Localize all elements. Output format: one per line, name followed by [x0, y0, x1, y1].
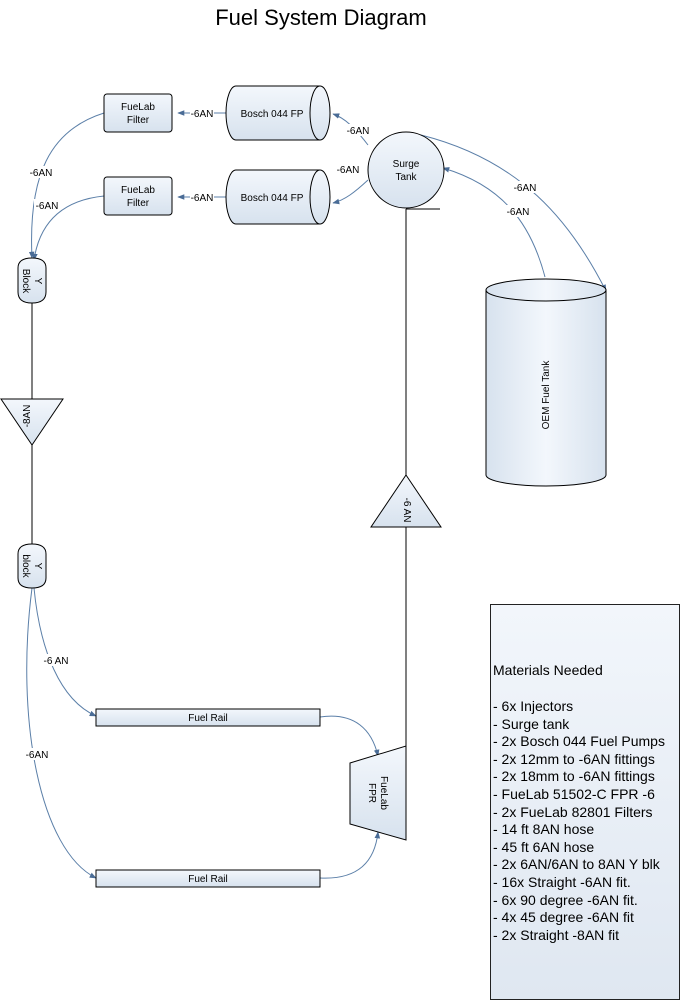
label-tank-to-pump-bottom: -6AN	[337, 165, 360, 176]
surge-tank-line1: Surge	[393, 159, 420, 170]
fuelab-filter-bottom: FueLab Filter	[103, 176, 173, 216]
conn-filter-top-to-yblock	[28, 112, 105, 259]
label-filter-top-to-yblock: -6AN	[30, 168, 53, 179]
materials-item: - FueLab 51502-C FPR -6	[493, 785, 655, 802]
materials-item: - 6x Injectors	[493, 698, 574, 714]
label-pump-bottom-to-filter: -6AN	[191, 193, 214, 204]
label-tank-to-pump-top: -6AN	[347, 126, 370, 137]
materials-item: - 6x 90 degree -6AN fit.	[493, 891, 638, 908]
conn-tank-to-pump-bottom	[332, 179, 369, 205]
materials-item: - Surge tank	[493, 715, 570, 732]
label-yblock-to-rail-top: -6 AN	[43, 656, 68, 667]
materials-item: - 2x 6AN/6AN to 8AN Y blk	[493, 856, 660, 873]
pump-bottom-label: Bosch 044 FP	[241, 193, 304, 204]
conn-yblock-to-rail-top	[33, 587, 97, 717]
fuel-rail-top: Fuel Rail	[95, 708, 321, 727]
materials-item: - 45 ft 6AN hose	[493, 838, 595, 855]
y-block-bottom-label: Yblock	[20, 554, 43, 578]
bosch-pump-top: Bosch 044 FP	[225, 85, 331, 141]
pump-top-label: Bosch 044 FP	[241, 109, 304, 120]
oem-tank-label: OEM Fuel Tank	[541, 360, 552, 430]
y-block-top-label: YBlock	[20, 269, 43, 294]
oem-fuel-tank: OEM Fuel Tank	[485, 278, 607, 487]
label-oem-to-surge-1: -6AN	[514, 183, 537, 194]
conn-rail-top-to-fpr	[319, 715, 380, 757]
materials-title: Materials Needed	[493, 662, 603, 678]
materials-list: - 6x Injectors - Surge tank - 2x Bosch 0…	[493, 698, 665, 944]
materials-item: - 2x FueLab 82801 Filters	[493, 803, 653, 820]
filter-bottom-line2: Filter	[127, 198, 150, 209]
materials-item: - 2x 12mm to -6AN fittings	[493, 750, 655, 767]
fuelab-filter-top: FueLab Filter	[103, 93, 173, 133]
reducer-right-label: -6 AN	[401, 497, 412, 522]
y-block-top: YBlock	[17, 257, 47, 304]
diagram-title: Fuel System Diagram	[215, 5, 427, 30]
materials-box: Materials Needed - 6x Injectors - Surge …	[490, 604, 680, 1000]
connection-label-group: -6AN -6AN -6AN -6AN -6AN -6AN -6AN -6AN …	[24, 107, 538, 761]
label-pump-top-to-filter: -6AN	[191, 109, 214, 120]
reducer-left-label: -8AN	[22, 405, 33, 428]
fuel-rail-top-label: Fuel Rail	[188, 713, 227, 724]
filter-top-line2: Filter	[127, 115, 150, 126]
filter-bottom-line1: FueLab	[121, 185, 155, 196]
label-oem-to-surge-2: -6AN	[507, 207, 530, 218]
fpr-label: FueLabFPR	[366, 776, 389, 810]
fuelab-fpr: FueLabFPR	[349, 745, 407, 841]
conn-rail-bottom-to-fpr	[319, 831, 381, 879]
materials-item: - 4x 45 degree -6AN fit	[493, 909, 634, 926]
reducer-right: -6 AN	[370, 474, 442, 528]
surge-tank-line2: Tank	[395, 172, 417, 183]
label-yblock-to-rail-bottom: -6AN	[26, 750, 49, 761]
materials-item: - 2x Straight -8AN fit	[493, 926, 620, 943]
reducer-left: -8AN	[0, 398, 64, 446]
bosch-pump-bottom: Bosch 044 FP	[225, 169, 331, 225]
fuel-rail-bottom-label: Fuel Rail	[188, 874, 227, 885]
materials-item: - 14 ft 8AN hose	[493, 821, 595, 838]
materials-item: - 2x 18mm to -6AN fittings	[493, 768, 655, 785]
label-filter-bottom-to-yblock: -6AN	[36, 201, 59, 212]
y-block-bottom: Yblock	[17, 543, 47, 589]
conn-surge-to-oem	[420, 134, 607, 292]
conn-filter-bottom-to-yblock	[32, 195, 105, 261]
materials-item: - 2x Bosch 044 Fuel Pumps	[493, 733, 665, 750]
fuel-rail-bottom: Fuel Rail	[95, 869, 321, 888]
surge-tank: Surge Tank	[367, 131, 445, 209]
filter-top-line1: FueLab	[121, 102, 155, 113]
materials-item: - 16x Straight -6AN fit.	[493, 873, 631, 890]
conn-yblock-to-rail-bottom	[26, 587, 97, 879]
